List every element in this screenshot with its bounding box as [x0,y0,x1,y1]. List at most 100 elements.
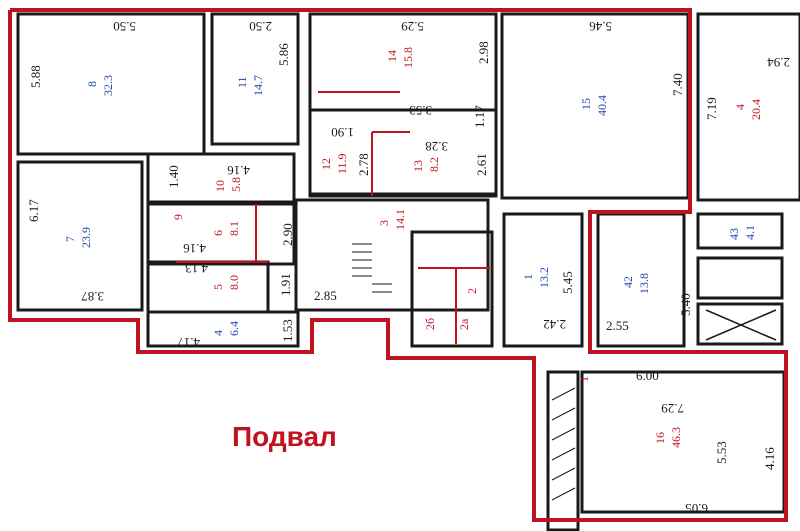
dimension: 2.98 [476,41,491,64]
dimension: 4.16 [227,163,250,178]
dimension: 2.85 [314,288,337,303]
room-number: 9 [171,214,185,220]
room-number: 42 [621,276,635,288]
room-area: 13.2 [537,267,551,288]
dimension: 2.50 [249,19,272,34]
room-number: 7 [63,236,77,242]
room-area: 23.9 [79,227,93,248]
room-number: 2 [465,288,479,294]
room-number: 4 [211,330,225,336]
room-wall-11 [210,12,300,146]
room-area: 20.4 [749,99,763,120]
room-wall-16 [580,370,786,514]
room-area: 14.1 [393,209,407,230]
room-area: 13.8 [637,273,651,294]
dimension: 2.61 [474,153,489,176]
room-wall-4-small [146,310,300,348]
room-number: 15 [579,98,593,110]
dimension: 5.45 [560,271,575,294]
room-number: 12 [319,158,333,170]
dimension: 3.53 [409,103,432,118]
dimension: 7.29 [661,401,684,416]
room-number: 43 [727,228,741,240]
room-number: 2б [423,318,437,330]
dimension: 4.13 [185,261,208,276]
dimension: 1.40 [166,165,181,188]
dimension: 6.17 [26,199,41,222]
dimension: 1.90 [331,125,354,140]
room-area: 8.2 [427,157,441,172]
basement-boundary-outline [8,8,788,522]
room-area: 14.7 [251,75,265,96]
stair-wall [546,370,580,531]
dimension: 4.16 [762,447,777,470]
room-wall-7 [16,160,144,312]
dimension: 2.55 [606,318,629,333]
floor-label: Подвал [232,421,337,452]
dimension: 5.86 [276,43,291,66]
dimension: 6.05 [685,501,708,516]
red-partitions [176,91,490,344]
room-wall-14 [308,12,498,196]
dimension: 2.90 [280,223,295,246]
room-area: 46.3 [669,427,683,448]
room-number: 16 [653,432,667,444]
room-area: 40.4 [595,95,609,116]
room-number: 14 [385,50,399,62]
room-number: 13 [411,160,425,172]
room-number: 2а [457,318,471,330]
dimension: 5.50 [113,19,136,34]
dimension: 5.88 [28,65,43,88]
room-area: 4.1 [743,225,757,240]
dimension: 3.28 [425,139,448,154]
dimension: 5.46 [589,19,612,34]
room-wall-8 [16,12,206,156]
room-number: 8 [85,81,99,87]
room-area: 11.9 [335,153,349,174]
room-wall-12-13 [308,108,498,198]
room-wall-1 [502,212,584,348]
dimension: 2.78 [356,153,371,176]
room-number: 1 [521,274,535,280]
dimension: 7.19 [704,97,719,120]
room-wall-elevator-b [696,302,784,346]
room-wall-6 [146,202,296,266]
stair-treads [352,243,576,501]
room-wall-4-large [696,12,800,202]
room-number: 5 [211,284,225,290]
dimension: 5.29 [401,19,424,34]
dimension: 5.40 [678,293,693,316]
room-number: 1 [577,376,591,382]
dimension: 3.87 [81,289,104,304]
room-number: 6 [211,230,225,236]
room-number: 3 [377,220,391,226]
room-number: 10 [213,180,227,192]
room-number: 4 [733,104,747,110]
dimension: 7.40 [670,73,685,96]
room-area: 6.4 [227,321,241,336]
room-wall-10 [146,152,296,204]
dimension: 1.53 [280,319,295,342]
room-labels: 8 32.3 11 14.7 14 15.8 15 40.4 4 20.4 12… [63,47,763,448]
room-area: 8.0 [227,275,241,290]
room-number: 11 [235,76,249,88]
dimension: 1.91 [278,273,293,296]
dimension: 2.94 [767,55,790,70]
room-wall-3 [294,198,490,312]
dimension: 4.16 [183,241,206,256]
room-area: 32.3 [101,75,115,96]
elevator-shaft-marks [705,309,777,341]
room-area: 15.8 [401,47,415,68]
dimension: 2.42 [543,317,566,332]
dimension: 6.00 [636,368,659,383]
room-wall-2 [410,230,494,348]
room-wall-elevator-a [696,256,784,300]
room-area: 5.8 [229,177,243,192]
dimension: 4.17 [177,335,200,350]
room-area: 8.1 [227,221,241,236]
room-wall-43 [696,212,784,250]
dimension: 5.53 [714,441,729,464]
dimension-labels: 5.50 2.50 5.29 5.46 5.88 5.86 2.98 7.40 … [26,19,790,516]
